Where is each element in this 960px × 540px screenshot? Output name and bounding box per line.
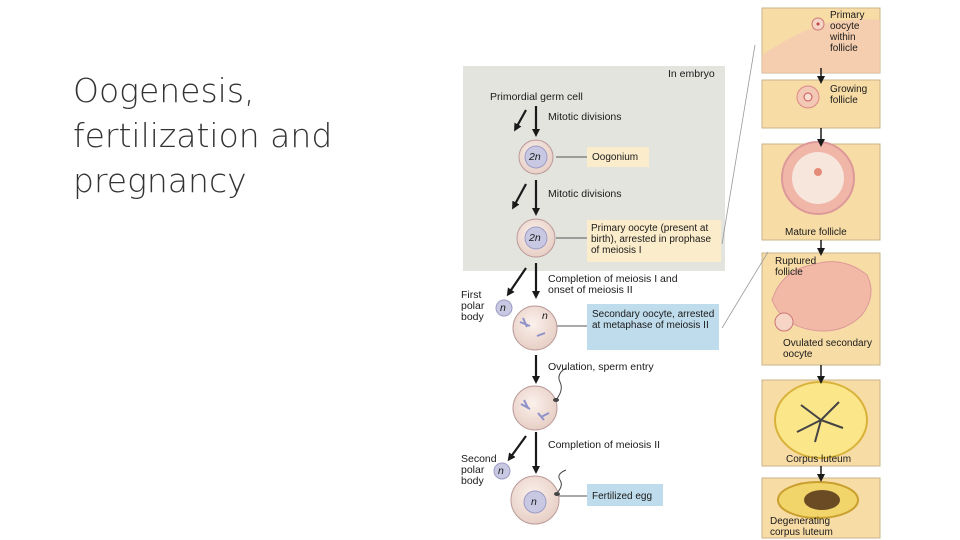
- fertilized-egg-ploidy: n: [531, 496, 537, 508]
- second-polar-body-label: Second polar body: [461, 453, 497, 487]
- primary-oocyte-label: Primary oocyte (present at birth), arres…: [591, 223, 712, 256]
- follicle-panels: [761, 7, 881, 539]
- oogonium-ploidy: 2n: [529, 151, 541, 163]
- fertilized-egg-label: Fertilized egg: [592, 491, 653, 502]
- embryo-region-label: In embryo: [668, 68, 715, 80]
- panel-label-corpus-luteum: Corpus luteum: [786, 454, 852, 465]
- fertilizing-oocyte-cell: [512, 367, 567, 431]
- oogonium-box: [587, 147, 649, 167]
- secondary-oocyte-cell: [512, 305, 558, 351]
- step-meiosis-2: Completion of meiosis II: [548, 439, 661, 451]
- secondary-oocyte-label: Secondary oocyte, arrested at metaphase …: [592, 309, 715, 331]
- primary-oocyte-cell: [516, 218, 556, 258]
- panel-label-growing-follicle: Growing follicle: [830, 84, 868, 106]
- second-polar-body-ploidy: n: [498, 465, 504, 477]
- second-polar-body: [493, 462, 511, 480]
- primary-oocyte-box: [587, 220, 721, 262]
- primordial-germ-cell-label: Primordial germ cell: [490, 91, 583, 103]
- primary-oocyte-ploidy: 2n: [529, 232, 541, 244]
- arrows: [506, 106, 540, 474]
- panel-label-ovulated-oocyte: Ovulated secondary oocyte: [783, 338, 872, 360]
- secondary-oocyte-ploidy: n: [542, 310, 548, 322]
- fertilized-egg-box: [587, 484, 663, 506]
- fertilized-egg-cell: [510, 469, 567, 525]
- oogonium-label: Oogonium: [592, 152, 639, 163]
- secondary-oocyte-box: [587, 304, 719, 350]
- slide-title: Oogenesis, fertilization and pregnancy: [73, 71, 333, 200]
- first-polar-body-label: First polar body: [461, 289, 485, 323]
- panel-label-degenerating-corpus-luteum: Degenerating corpus luteum: [770, 516, 833, 538]
- first-polar-body: [495, 299, 513, 317]
- first-polar-body-ploidy: n: [500, 302, 506, 314]
- step-mitotic-1: Mitotic divisions: [548, 111, 622, 123]
- oogonium-cell: [518, 139, 554, 175]
- panel-label-mature-follicle: Mature follicle: [785, 227, 847, 238]
- panel-label-ruptured-follicle: Ruptured follicle: [775, 256, 817, 278]
- step-meiosis-1: Completion of meiosis I and onset of mei…: [548, 273, 678, 296]
- step-mitotic-2: Mitotic divisions: [548, 188, 622, 200]
- panel-label-primary-oocyte: Primary oocyte within follicle: [830, 10, 865, 54]
- step-ovulation: Ovulation, sperm entry: [548, 361, 654, 373]
